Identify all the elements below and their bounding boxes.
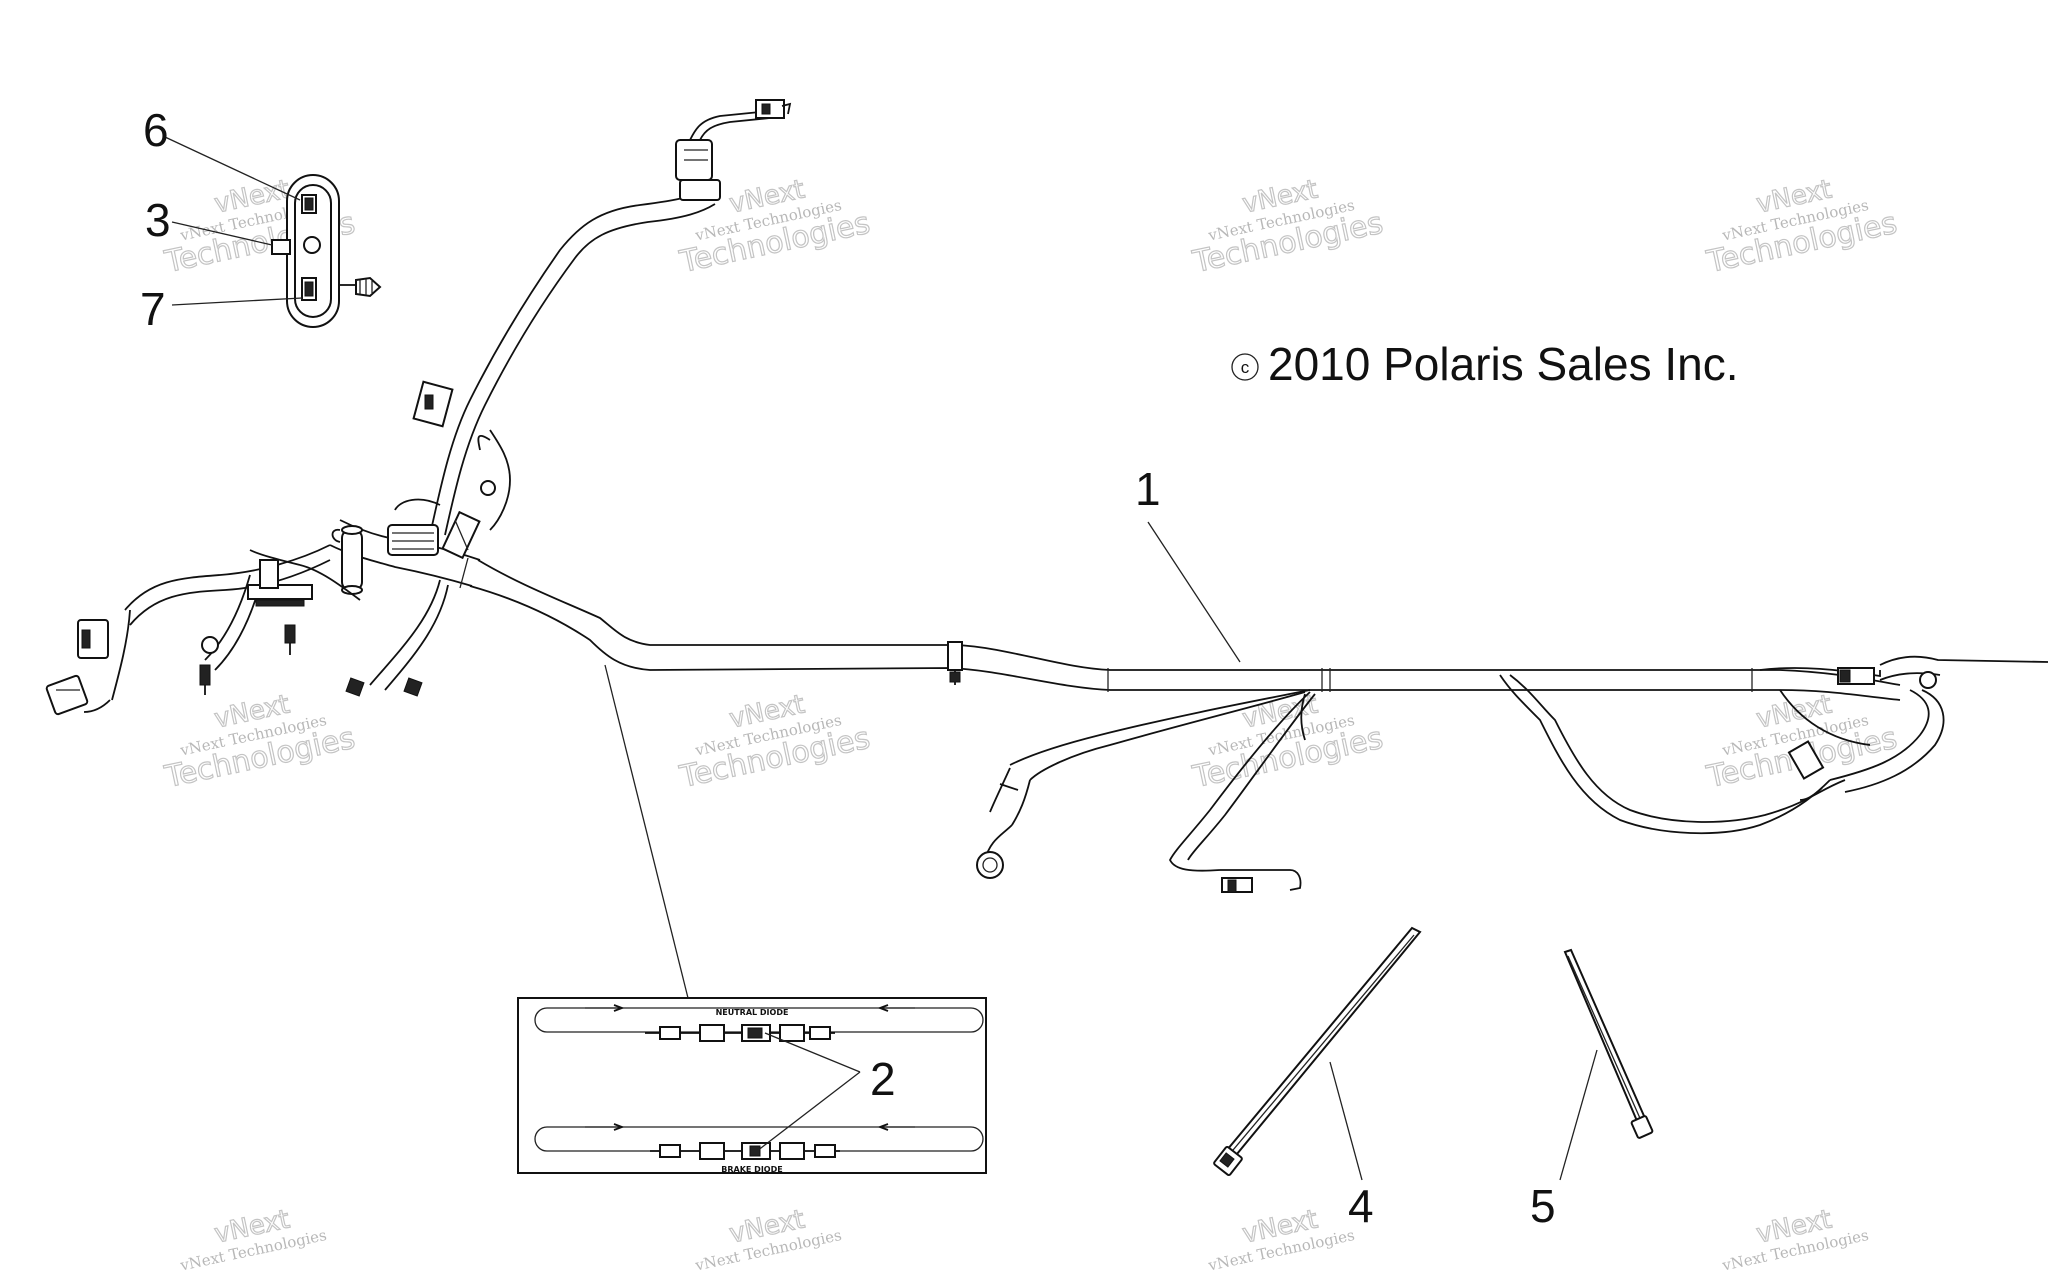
copyright-text: 2010 Polaris Sales Inc. [1268, 338, 1739, 390]
cable-tie-long [1213, 926, 1422, 1177]
watermark-9: vNext vNext Technologies [178, 1204, 328, 1275]
callout-6: 6 [143, 104, 169, 156]
watermark-5: vNext vNext Technologies Technologies [161, 689, 359, 796]
copyright-circle [1231, 353, 1259, 381]
brake-diode-assembly [650, 1142, 840, 1160]
leader-line-7 [171, 297, 303, 306]
callout-7: 7 [140, 283, 166, 335]
main-wire-harness [45, 99, 2048, 893]
watermark-12: vNext vNext Technologies [1720, 1204, 1870, 1275]
copyright-symbol: c [1241, 358, 1250, 377]
leader-line-inset [604, 664, 689, 999]
callout-3: 3 [145, 194, 171, 246]
callout-5: 5 [1530, 1180, 1556, 1232]
leader-line-6 [164, 136, 301, 201]
cable-tie-short [1563, 948, 1654, 1139]
plate-fastener-assembly [271, 174, 382, 328]
neutral-diode-assembly [645, 1024, 835, 1042]
watermark-11: vNext vNext Technologies [1206, 1204, 1356, 1275]
neutral-diode-label: NEUTRAL DIODE [716, 1008, 789, 1017]
leader-line-4 [1329, 1061, 1363, 1181]
callout-1: 1 [1135, 463, 1161, 515]
watermark-6: vNext vNext Technologies Technologies [676, 689, 874, 796]
callout-4: 4 [1348, 1180, 1374, 1232]
diode-inset-box: NEUTRAL DIODE BRAKE DIODE [517, 997, 987, 1174]
leader-line-5 [1559, 1049, 1598, 1181]
watermark-3: vNext vNext Technologies Technologies [1189, 174, 1387, 281]
leader-line-2a [764, 1032, 861, 1073]
watermark-10: vNext vNext Technologies [693, 1204, 843, 1275]
brake-diode-label: BRAKE DIODE [721, 1165, 782, 1174]
watermark-8: vNext vNext Technologies Technologies [1703, 689, 1901, 796]
watermark-4: vNext vNext Technologies Technologies [1703, 174, 1901, 281]
copyright-notice: c 2010 Polaris Sales Inc. [1231, 338, 1739, 390]
leader-line-3 [171, 221, 273, 246]
leader-line-2b [756, 1071, 861, 1152]
callout-2: 2 [870, 1053, 896, 1105]
leader-line-1 [1147, 521, 1241, 663]
